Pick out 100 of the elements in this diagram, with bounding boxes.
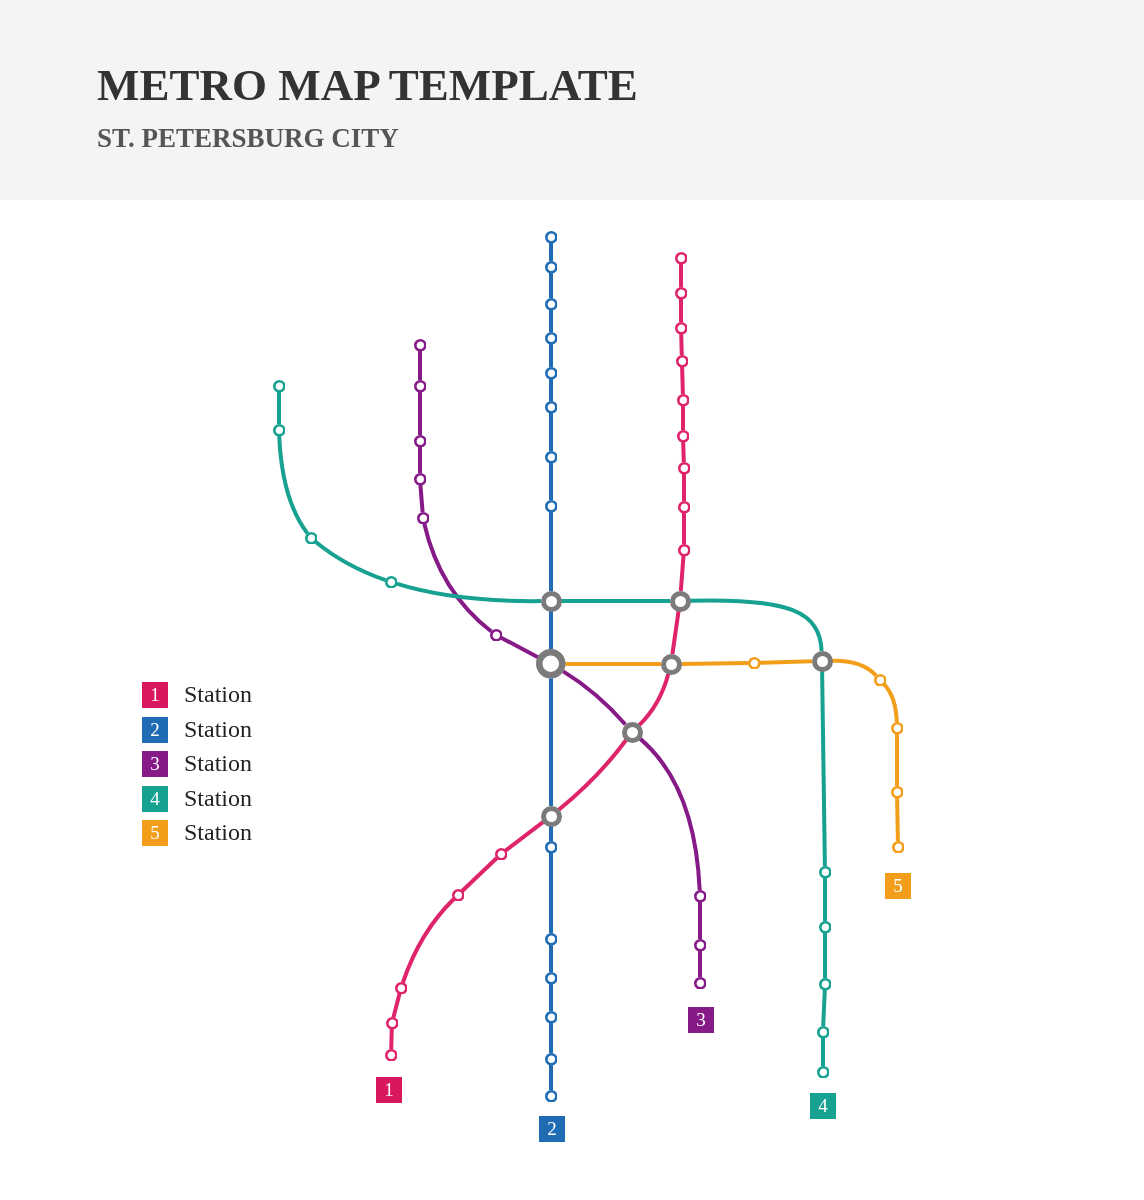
- metro-line: [277, 435, 310, 535]
- metro-line: [549, 826, 553, 842]
- metro-line: [549, 462, 553, 501]
- line-number: 5: [893, 876, 903, 896]
- metro-line: [549, 309, 553, 333]
- metro-line: [418, 484, 425, 513]
- station-circle: [304, 531, 318, 545]
- metro-line: [895, 797, 900, 842]
- station-circle: [385, 1016, 399, 1030]
- metro-line: [682, 512, 686, 545]
- metro-line: [823, 932, 827, 979]
- metro-line: [895, 733, 899, 787]
- metro-line: [681, 405, 685, 431]
- metro-line: [418, 446, 422, 474]
- station-circle: [816, 1065, 830, 1079]
- station-circle: [544, 400, 558, 414]
- line-end-sign: [539, 1116, 565, 1142]
- legend-number: 3: [150, 754, 160, 774]
- metro-line: [689, 598, 824, 652]
- line-number: 1: [384, 1080, 394, 1100]
- interchange-ring: [540, 590, 562, 612]
- legend-label: Station: [184, 818, 252, 847]
- metro-line: [882, 682, 899, 723]
- station-circle: [384, 575, 398, 589]
- metro-line: [549, 272, 553, 299]
- metro-line: [314, 540, 387, 582]
- station-circle: [890, 721, 904, 735]
- station-circle: [674, 286, 688, 300]
- metro-line: [549, 983, 553, 1012]
- metro-line: [549, 511, 553, 591]
- station-circle: [818, 920, 832, 934]
- line-end-sign: [810, 1093, 836, 1119]
- station-circle: [674, 251, 688, 265]
- metro-line: [277, 391, 281, 425]
- metro-line: [500, 635, 540, 660]
- station-circle: [544, 331, 558, 345]
- interchange-ring: [540, 805, 562, 827]
- metro-line: [678, 555, 686, 592]
- metro-line: [549, 1064, 553, 1091]
- station-circle: [891, 840, 905, 854]
- station-circle: [544, 971, 558, 985]
- metro-line: [549, 378, 553, 402]
- metro-line: [401, 897, 456, 984]
- station-circle: [544, 1052, 558, 1066]
- station-circle: [676, 393, 690, 407]
- station-circle: [544, 366, 558, 380]
- station-circle: [413, 379, 427, 393]
- station-circle: [544, 297, 558, 311]
- metro-line: [679, 298, 683, 323]
- station-circle: [544, 230, 558, 244]
- metro-line: [681, 441, 686, 463]
- metro-line: [549, 611, 553, 650]
- metro-line: [638, 736, 702, 891]
- metro-line: [557, 738, 628, 812]
- legend-number: 4: [150, 788, 160, 809]
- metro-line: [418, 350, 422, 381]
- metro-line: [637, 673, 671, 727]
- station-circle: [489, 628, 503, 642]
- station-circle: [416, 511, 430, 525]
- metro-line: [391, 993, 402, 1018]
- metro-line: [680, 366, 685, 395]
- metro-line: [820, 670, 827, 867]
- interchange-ring: [811, 650, 833, 672]
- metro-line: [698, 950, 702, 978]
- line-number: 2: [547, 1119, 557, 1139]
- metro-line: [679, 263, 683, 288]
- metro-line: [549, 242, 553, 262]
- metro-line: [549, 944, 553, 973]
- metro-line: [682, 473, 686, 502]
- metro-line: [460, 856, 499, 893]
- station-circle: [693, 889, 707, 903]
- station-circle: [747, 656, 761, 670]
- station-circle: [890, 785, 904, 799]
- station-circle: [413, 434, 427, 448]
- legend-number: 2: [150, 719, 160, 740]
- metro-line: [680, 661, 749, 666]
- metro-line: [504, 820, 545, 853]
- legend-label: Station: [184, 714, 252, 744]
- metro-line: [562, 669, 627, 726]
- station-circle: [818, 977, 832, 991]
- station-circle: [674, 321, 688, 335]
- legend-number: 5: [150, 823, 160, 843]
- line-number: 3: [696, 1010, 706, 1030]
- metro-line: [698, 901, 702, 940]
- metro-line: [759, 659, 813, 665]
- legend-number: 1: [150, 685, 160, 705]
- metro-line: [395, 581, 541, 604]
- station-circle: [693, 976, 707, 990]
- metro-line: [549, 412, 553, 452]
- line-end-sign: [688, 1007, 714, 1033]
- interchange-ring: [621, 721, 643, 743]
- station-circle: [544, 260, 558, 274]
- metro-line: [821, 1037, 825, 1067]
- station-circle: [544, 932, 558, 946]
- title: METRO MAP TEMPLATE: [97, 59, 638, 112]
- station-circle: [413, 472, 427, 486]
- metro-line: [549, 343, 553, 368]
- station-circle: [494, 847, 508, 861]
- station-circle: [272, 379, 286, 393]
- station-circle: [677, 461, 691, 475]
